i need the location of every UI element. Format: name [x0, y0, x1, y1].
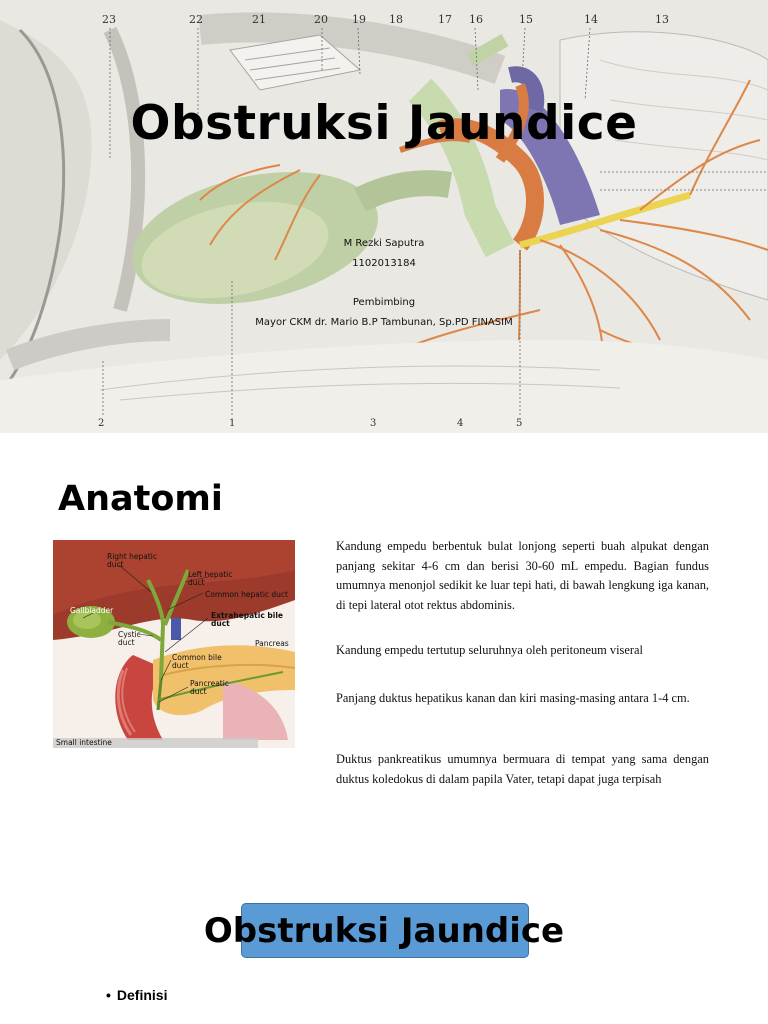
number-label: 18: [389, 13, 403, 26]
label-gallbladder: Gallbladder: [70, 606, 114, 615]
paragraph-hepatic-duct-length: Panjang duktus hepatikus kanan dan kiri …: [336, 691, 690, 705]
slide-title: Anatomi: [58, 479, 223, 519]
number-label: 13: [655, 13, 669, 26]
label-common-bile-duct: Common bile duct: [172, 653, 222, 670]
biliary-anatomy-figure: Right hepatic duct Left hepatic duct Com…: [53, 540, 295, 748]
number-label: 3: [370, 418, 377, 429]
title-slide: 23 22 21 20 19 18 17 16 15 14 13 2 1 3 4…: [0, 0, 768, 433]
number-label: 20: [314, 13, 328, 26]
number-label: 15: [519, 13, 533, 26]
number-label: 17: [438, 13, 452, 26]
label-small-intestine: Small intestine: [56, 738, 112, 747]
bullet-dot: •: [106, 987, 111, 1003]
paragraph-pancreatic-duct: Duktus pankreatikus umumnya bermuara di …: [336, 752, 709, 786]
slide-title: Obstruksi Jaundice: [130, 96, 638, 151]
label-extrahepatic-bile-duct: Extrahepatic bile duct: [211, 611, 283, 628]
anatomy-illustration: [0, 0, 768, 433]
number-label: 21: [252, 13, 266, 26]
number-label: 19: [352, 13, 366, 26]
number-label: 23: [102, 13, 116, 26]
number-label: 5: [516, 418, 523, 429]
number-label: 1: [229, 418, 236, 429]
number-label: 16: [469, 13, 483, 26]
label-common-hepatic-duct: Common hepatic duct: [205, 590, 288, 599]
definition-slide: Obstruksi Jaundice • Definisi: [0, 865, 768, 1024]
paragraph-peritoneum: Kandung empedu tertutup seluruhnya oleh …: [336, 643, 643, 657]
biliary-anatomy-drawing: [53, 540, 295, 748]
label-pancreatic-duct: Pancreatic duct: [190, 679, 229, 696]
number-label: 2: [98, 418, 105, 429]
title-highlight-box: [241, 903, 529, 958]
supervisor-name: Mayor CKM dr. Mario B.P Tambunan, Sp.PD …: [255, 317, 513, 328]
label-pancreas: Pancreas: [255, 639, 289, 648]
supervisor-heading: Pembimbing: [352, 297, 416, 308]
number-label: 22: [189, 13, 203, 26]
label-left-hepatic-duct: Left hepatic duct: [188, 570, 233, 587]
number-label: 4: [457, 418, 464, 429]
slide-title: Obstruksi Jaundice: [203, 911, 565, 951]
bullet-item: • Definisi: [106, 987, 167, 1003]
bullet-text: Definisi: [116, 987, 168, 1003]
label-right-hepatic-duct: Right hepatic duct: [107, 552, 158, 569]
student-id: 1102013184: [352, 258, 416, 269]
author-name: M Rezki Saputra: [343, 238, 425, 249]
anatomy-slide: Anatomi: [0, 433, 768, 865]
paragraph-gallbladder-shape: Kandung empedu berbentuk bulat lonjong s…: [336, 539, 709, 612]
label-cystic-duct: Cystic duct: [118, 630, 141, 647]
number-label: 14: [584, 13, 598, 26]
